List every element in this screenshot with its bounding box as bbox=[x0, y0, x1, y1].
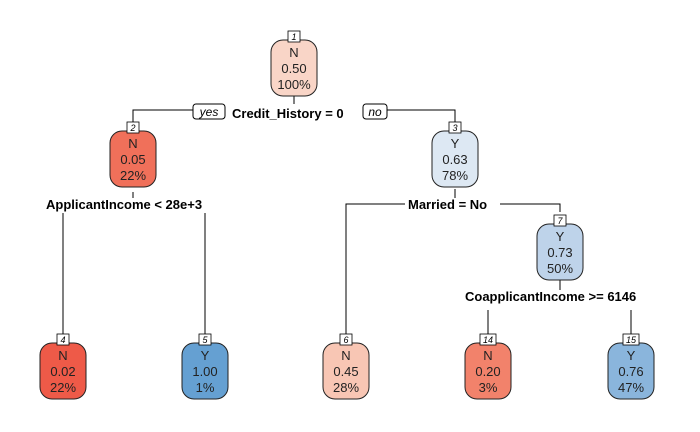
node-prob: 0.45 bbox=[333, 364, 358, 379]
node-id: 15 bbox=[626, 335, 637, 345]
node-id-tag bbox=[553, 214, 567, 227]
node-class: N bbox=[58, 348, 67, 363]
node-id: 1 bbox=[291, 32, 296, 42]
node-class: Y bbox=[201, 348, 210, 363]
svg-text:no: no bbox=[368, 105, 382, 119]
node-id: 7 bbox=[557, 216, 563, 226]
node-id: 5 bbox=[202, 335, 208, 345]
edge-3-6 bbox=[345, 203, 405, 335]
node-pct: 78% bbox=[442, 168, 468, 183]
node-id-tag bbox=[448, 121, 462, 134]
node-pct: 3% bbox=[479, 380, 498, 395]
node-pct: 22% bbox=[50, 380, 76, 395]
no-label-box: no bbox=[362, 103, 388, 120]
node-prob: 0.76 bbox=[618, 364, 643, 379]
node-id: 2 bbox=[129, 123, 135, 133]
edge-3-7 bbox=[500, 203, 561, 212]
node-class: N bbox=[128, 136, 137, 151]
node-id: 3 bbox=[452, 123, 457, 133]
tree-edges bbox=[62, 95, 632, 335]
split-label-credit-history: Credit_History = 0 bbox=[232, 106, 344, 121]
node-id-tag bbox=[287, 30, 301, 43]
node-pct: 47% bbox=[618, 380, 644, 395]
node-class: N bbox=[341, 348, 350, 363]
node-prob: 0.20 bbox=[475, 364, 500, 379]
node-id: 14 bbox=[483, 335, 493, 345]
node-id-tag bbox=[56, 333, 70, 346]
node-id-tag bbox=[339, 333, 353, 346]
node-prob: 0.02 bbox=[50, 364, 75, 379]
node-class: Y bbox=[556, 229, 565, 244]
node-class: Y bbox=[627, 348, 636, 363]
node-id-tag bbox=[198, 333, 212, 346]
node-pct: 1% bbox=[196, 380, 215, 395]
split-label-coapplicant-income: CoapplicantIncome >= 6146 bbox=[465, 289, 636, 304]
node-id: 4 bbox=[60, 335, 65, 345]
node-class: N bbox=[483, 348, 492, 363]
node-prob: 0.50 bbox=[281, 61, 306, 76]
node-pct: 28% bbox=[333, 380, 359, 395]
node-prob: 0.05 bbox=[120, 152, 145, 167]
node-class: Y bbox=[451, 136, 460, 151]
node-id-tag bbox=[479, 333, 497, 346]
split-label-married: Married = No bbox=[408, 197, 487, 212]
svg-text:yes: yes bbox=[199, 105, 219, 119]
node-prob: 0.73 bbox=[547, 245, 572, 260]
node-prob: 1.00 bbox=[192, 364, 217, 379]
node-class: N bbox=[289, 45, 298, 60]
node-pct: 22% bbox=[120, 168, 146, 183]
tree-node-5: 5Y1.001% bbox=[181, 333, 229, 400]
node-prob: 0.63 bbox=[442, 152, 467, 167]
node-pct: 50% bbox=[547, 261, 573, 276]
split-label-applicant-income: ApplicantIncome < 28e+3 bbox=[46, 197, 202, 212]
node-id: 6 bbox=[343, 335, 348, 345]
yes-label-box: yes bbox=[192, 103, 226, 120]
tree-nodes: 1N0.50100%2N0.0522%3Y0.6378%4N0.0222%5Y1… bbox=[39, 30, 655, 400]
node-id-tag bbox=[126, 121, 140, 134]
node-id-tag bbox=[622, 333, 640, 346]
node-pct: 100% bbox=[277, 77, 311, 92]
